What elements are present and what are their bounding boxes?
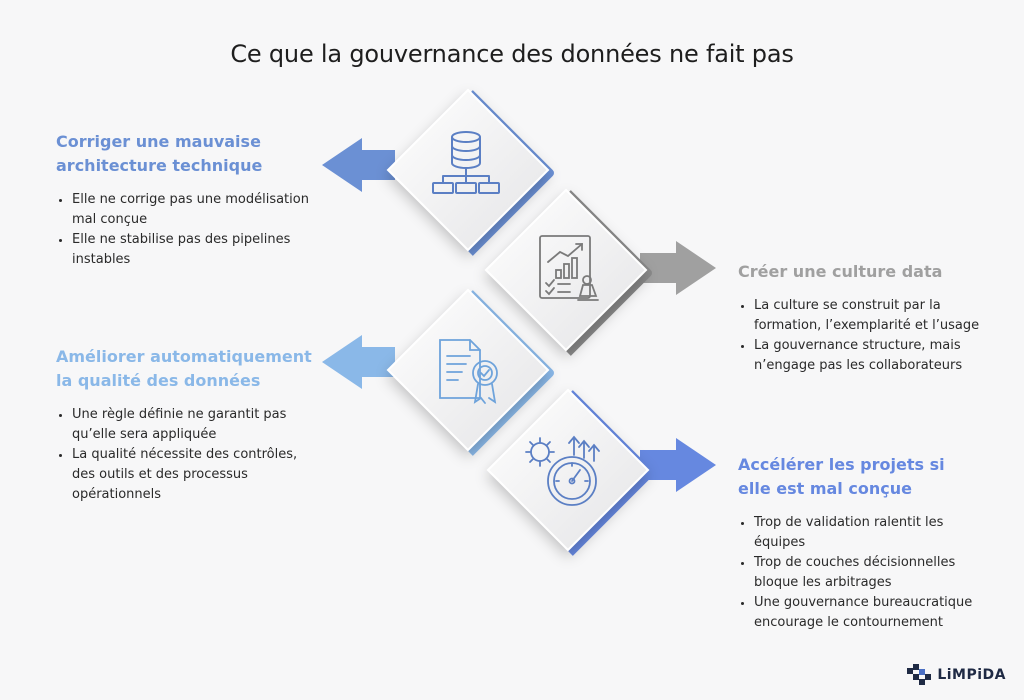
bullet-list: Elle ne corrige pas une modélisation mal… <box>56 190 316 270</box>
bullet-list: Une règle définie ne garantit pas qu’ell… <box>56 405 318 505</box>
bullet-item: Trop de couches décisionnelles bloque le… <box>754 553 988 593</box>
heading-projects: Accélérer les projets si elle est mal co… <box>738 455 945 498</box>
strategy-chart-icon <box>539 235 599 301</box>
block-quality: Améliorer automatiquement la qualité des… <box>56 345 318 505</box>
tile-quality <box>386 288 554 456</box>
performance-gauge-icon <box>525 435 600 506</box>
tile-culture <box>484 188 652 356</box>
page-title: Ce que la gouvernance des données ne fai… <box>230 40 794 68</box>
logo-text: LiMPiDA <box>937 667 1006 683</box>
tile-architecture <box>386 88 554 256</box>
arrow-right-2 <box>640 241 716 295</box>
block-architecture: Corriger une mauvaise architecture techn… <box>56 130 316 270</box>
block-projects: Accélérer les projets si elle est mal co… <box>738 453 988 633</box>
database-architecture-icon <box>432 131 500 194</box>
bullet-item: Une gouvernance bureaucratique encourage… <box>754 593 988 633</box>
bullet-item: La culture se construit par la formation… <box>754 296 988 336</box>
heading-culture: Créer une culture data <box>738 262 943 281</box>
bullet-list: La culture se construit par la formation… <box>738 296 988 376</box>
bullet-item: Elle ne stabilise pas des pipelines inst… <box>72 230 316 270</box>
arrow-left-1 <box>322 138 395 192</box>
bullet-item: Une règle définie ne garantit pas qu’ell… <box>72 405 318 445</box>
bullet-item: Trop de validation ralentit les équipes <box>754 513 988 553</box>
bullet-item: La gouvernance structure, mais n’engage … <box>754 336 988 376</box>
bullet-item: Elle ne corrige pas une modélisation mal… <box>72 190 316 230</box>
bullet-item: La qualité nécessite des contrôles, des … <box>72 445 318 505</box>
tile-projects <box>486 388 654 556</box>
certified-document-icon <box>439 339 498 404</box>
heading-quality: Améliorer automatiquement la qualité des… <box>56 347 312 390</box>
block-culture: Créer une culture data La culture se con… <box>738 260 988 376</box>
brand-logo: LiMPiDA <box>907 664 1006 686</box>
bullet-list: Trop de validation ralentit les équipes … <box>738 513 988 633</box>
arrow-right-4 <box>640 438 716 492</box>
heading-architecture: Corriger une mauvaise architecture techn… <box>56 132 263 175</box>
arrow-left-3 <box>322 335 395 389</box>
logo-mark-icon <box>907 664 932 685</box>
